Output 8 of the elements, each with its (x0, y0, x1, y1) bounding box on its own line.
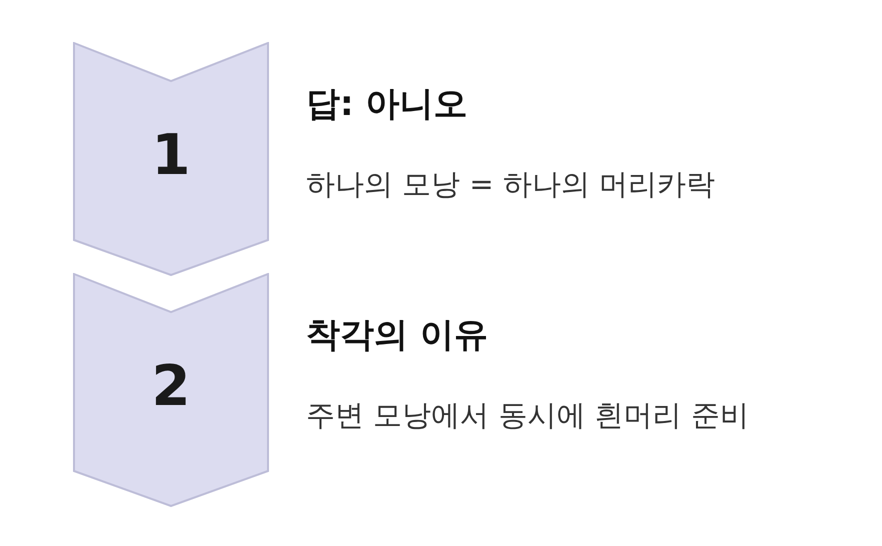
step-description: 주변 모낭에서 동시에 흰머리 준비 (306, 397, 749, 434)
chevron-step (73, 273, 269, 507)
step-number: 1 (150, 124, 192, 188)
step-heading: 착각의 이유 (306, 314, 488, 357)
step-description: 하나의 모낭 = 하나의 머리카락 (306, 166, 716, 203)
step-number: 2 (150, 355, 192, 419)
chevron-step (73, 42, 269, 276)
step-heading: 답: 아니오 (306, 83, 468, 126)
